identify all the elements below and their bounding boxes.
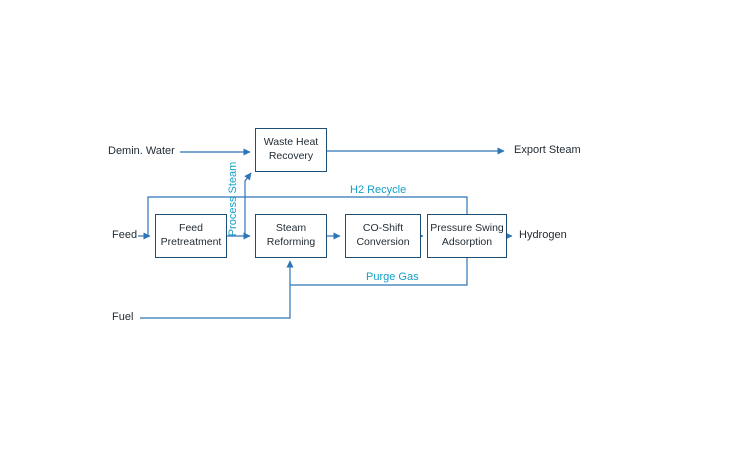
box-steam-reforming: Steam Reforming: [255, 214, 327, 258]
box-label: Feed Pretreatment: [160, 222, 222, 248]
label-demin-water: Demin. Water: [108, 145, 175, 157]
box-pressure-swing-adsorption: Pressure Swing Adsorption: [427, 214, 507, 258]
h2-recycle-line: [147, 196, 468, 236]
label-h2-recycle: H2 Recycle: [350, 184, 407, 196]
box-label: Steam Reforming: [266, 222, 316, 248]
label-purge-gas: Purge Gas: [366, 271, 419, 283]
box-waste-heat-recovery: Waste Heat Recovery: [255, 128, 327, 172]
fuel-line: [140, 260, 294, 319]
label-process-steam: Process Steam: [227, 161, 239, 237]
label-export-steam: Export Steam: [514, 144, 581, 156]
box-label: CO-Shift Conversion: [356, 222, 410, 248]
box-label: Pressure Swing Adsorption: [430, 222, 504, 248]
box-co-shift-conversion: CO-Shift Conversion: [345, 214, 421, 258]
process-steam-line: [244, 172, 252, 236]
label-fuel: Fuel: [112, 311, 134, 323]
purge-gas-line: [290, 258, 468, 286]
box-feed-pretreatment: Feed Pretreatment: [155, 214, 227, 258]
label-hydrogen: Hydrogen: [519, 229, 567, 241]
box-label: Waste Heat Recovery: [263, 136, 319, 162]
label-feed: Feed: [112, 229, 138, 241]
